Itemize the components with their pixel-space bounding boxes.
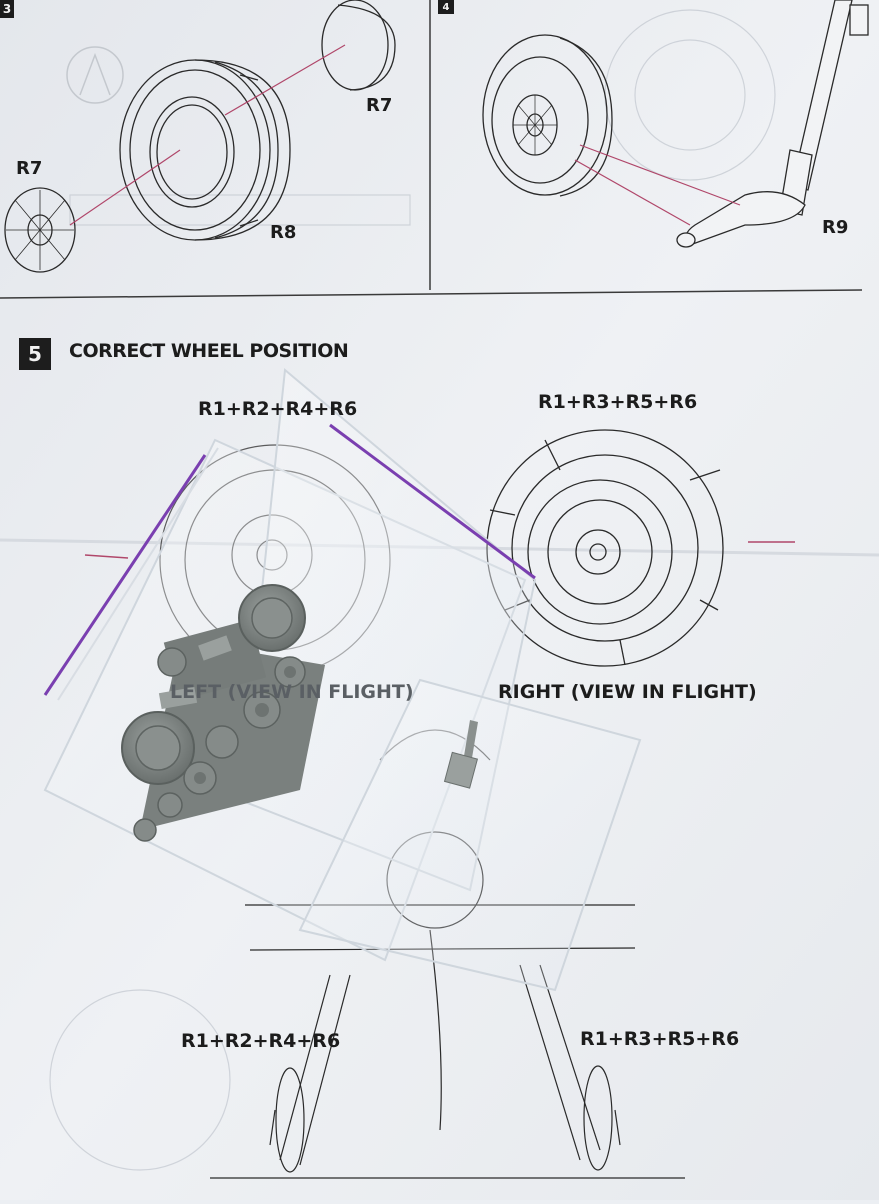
- step4-number: 4: [438, 0, 454, 14]
- resin-sprue: [121, 584, 325, 842]
- step3-leaders: [69, 44, 346, 226]
- bottom-right-combo: R1+R3+R5+R6: [580, 1028, 740, 1050]
- right-wheel-diagram: [486, 429, 724, 667]
- right-view-caption: RIGHT (VIEW IN FLIGHT): [498, 681, 757, 703]
- step5-title: CORRECT WHEEL POSITION: [69, 340, 349, 362]
- label-r8: R8: [270, 222, 297, 243]
- step4-drawing: [482, 0, 869, 248]
- left-wheel-arrow: [84, 554, 129, 559]
- label-r7-right: R7: [366, 95, 393, 116]
- divider-horizontal: [0, 289, 863, 299]
- step4-leaders: [574, 144, 741, 226]
- resin-strut: [443, 720, 479, 789]
- zip-bag-right: [298, 678, 642, 992]
- step3-drawing: [4, 0, 396, 273]
- left-view-caption: LEFT (VIEW IN FLIGHT): [170, 681, 414, 703]
- right-wheel-combo: R1+R3+R5+R6: [538, 391, 698, 413]
- step3-number: 3: [0, 0, 14, 18]
- label-r7-left: R7: [16, 158, 43, 179]
- label-r9: R9: [822, 217, 849, 238]
- left-wheel-combo: R1+R2+R4+R6: [198, 398, 358, 420]
- bottom-left-combo: R1+R2+R4+R6: [181, 1030, 341, 1052]
- faint-logo: [66, 46, 124, 104]
- step5-number: 5: [19, 338, 51, 370]
